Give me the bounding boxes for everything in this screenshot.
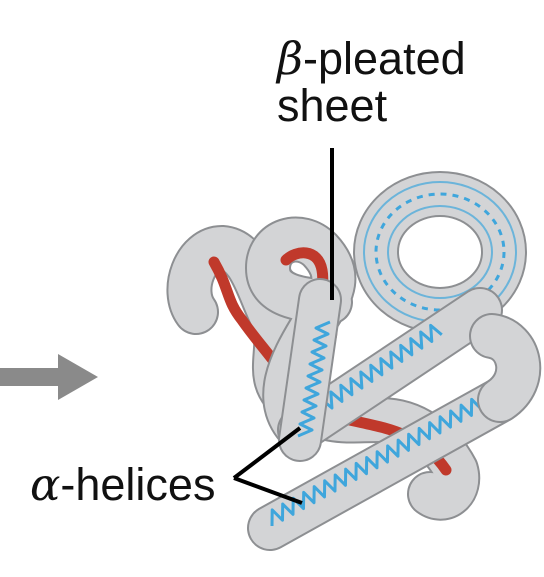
leader-lines — [232, 148, 334, 505]
right-arrow-icon — [0, 354, 98, 400]
beta-label-line-2: sheet — [277, 80, 388, 132]
beta-symbol: β — [277, 32, 304, 85]
alpha-helix-leader-line-2 — [233, 476, 303, 505]
beta-label-text: -pleated — [303, 33, 466, 84]
beta-label-line-1: β-pleated — [277, 35, 466, 82]
alpha-helices-label: α-helices — [30, 458, 215, 511]
alpha-helix-leader-line-1 — [232, 426, 302, 480]
alpha-label-text: -helices — [60, 459, 216, 510]
alpha-symbol: α — [30, 458, 61, 511]
alpha-helix-tube-lower — [247, 313, 542, 551]
alpha-helix-tube-left — [278, 278, 342, 462]
beta-pleated-sheet-label: β-pleated sheet — [277, 35, 466, 130]
